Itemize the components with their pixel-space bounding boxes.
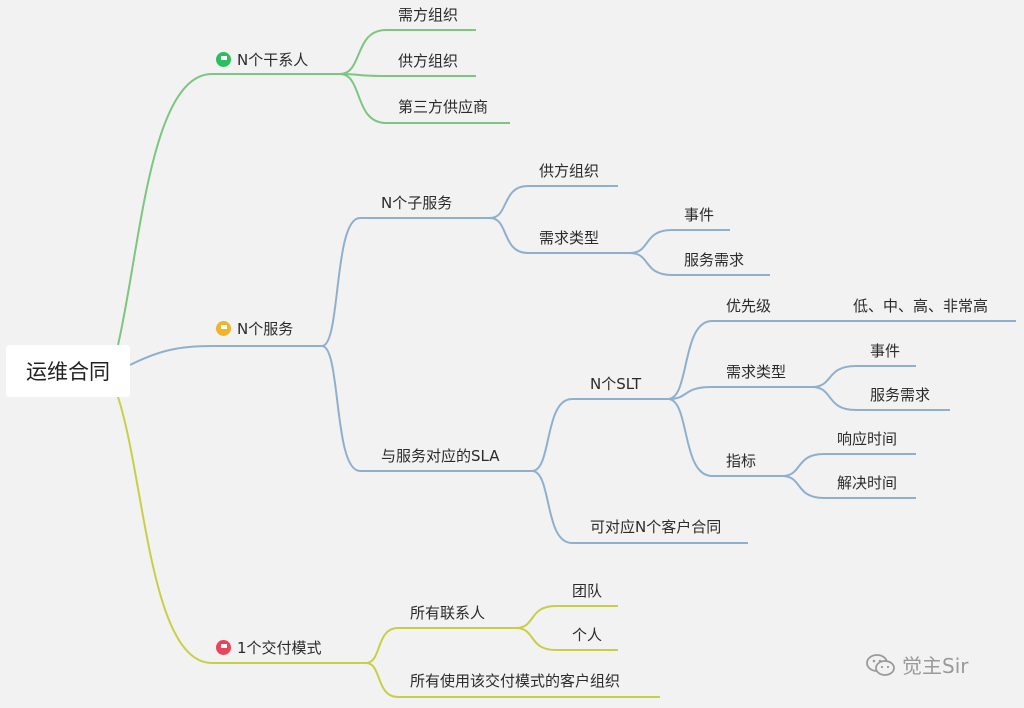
node-sub-service-request[interactable]: 服务需求 — [684, 251, 745, 269]
connector-metrics — [667, 398, 782, 477]
connector-contacts — [365, 627, 516, 664]
watermark-text: 觉主Sir — [902, 654, 969, 678]
connector-slt — [531, 398, 668, 472]
connector-slt-demand-type — [667, 386, 812, 400]
node-sub-services[interactable]: N个子服务 — [381, 194, 453, 212]
node-priority-value[interactable]: 低、中、高、非常高 — [853, 297, 989, 315]
node-stakeholders-label: N个干系人 — [237, 51, 309, 69]
connector-team — [515, 605, 618, 629]
node-supplier-org[interactable]: 供方组织 — [398, 52, 459, 70]
node-customer-orgs[interactable]: 所有使用该交付模式的客户组织 — [410, 672, 621, 690]
node-third-party[interactable]: 第三方供应商 — [398, 98, 489, 116]
wechat-icon — [866, 654, 895, 676]
red-flag-icon — [216, 640, 231, 655]
connector-supplier-org — [339, 73, 476, 77]
root-node[interactable]: 运维合同 — [6, 345, 130, 397]
node-sub-demand-type[interactable]: 需求类型 — [539, 229, 600, 247]
node-sub-supplier[interactable]: 供方组织 — [539, 162, 600, 180]
connector-resolve-time — [781, 475, 916, 499]
watermark: 觉主Sir — [866, 650, 968, 679]
connector-sub-services — [321, 217, 490, 347]
node-demand-org[interactable]: 需方组织 — [398, 6, 459, 24]
node-metrics[interactable]: 指标 — [726, 452, 757, 470]
connector-sub-demand-type — [489, 217, 630, 254]
connector-slt-service-request — [811, 386, 950, 411]
node-sub-event[interactable]: 事件 — [684, 206, 715, 224]
node-stakeholders[interactable]: N个干系人 — [216, 50, 308, 70]
node-customer-contracts[interactable]: 可对应N个客户合同 — [590, 518, 722, 536]
connector-individual — [515, 627, 618, 651]
connector-customer-contracts — [531, 470, 748, 544]
connector-root-services — [129, 345, 213, 366]
connector-slt-event — [811, 365, 916, 388]
node-services-label: N个服务 — [237, 320, 294, 338]
node-slt[interactable]: N个SLT — [590, 375, 642, 393]
node-sla[interactable]: 与服务对应的SLA — [381, 447, 500, 465]
green-flag-icon — [216, 52, 231, 67]
connector-sub-event — [629, 229, 730, 254]
connector-demand-org — [339, 29, 476, 75]
node-slt-service-request[interactable]: 服务需求 — [870, 386, 931, 404]
connector-sla — [321, 345, 532, 472]
connector-response-time — [781, 453, 916, 477]
node-delivery-label: 1个交付模式 — [237, 639, 322, 657]
connector-sub-supplier — [489, 185, 618, 219]
node-individual[interactable]: 个人 — [572, 626, 603, 644]
node-services[interactable]: N个服务 — [216, 319, 293, 339]
connector-root-delivery — [117, 396, 213, 664]
connector-sub-service-request — [629, 252, 770, 276]
node-response-time[interactable]: 响应时间 — [837, 430, 898, 448]
node-delivery[interactable]: 1个交付模式 — [216, 638, 322, 658]
yellow-flag-icon — [216, 321, 231, 336]
node-resolve-time[interactable]: 解决时间 — [837, 474, 898, 492]
connector-third-party — [339, 73, 510, 124]
node-priority[interactable]: 优先级 — [726, 297, 772, 315]
root-label: 运维合同 — [26, 360, 110, 384]
node-slt-demand-type[interactable]: 需求类型 — [726, 363, 787, 381]
connector-priority — [667, 320, 1016, 400]
node-contacts[interactable]: 所有联系人 — [410, 604, 486, 622]
node-slt-event[interactable]: 事件 — [870, 342, 901, 360]
node-team[interactable]: 团队 — [572, 582, 603, 600]
connector-root-stakeholders — [117, 73, 213, 346]
connector-customer-orgs — [365, 662, 660, 698]
